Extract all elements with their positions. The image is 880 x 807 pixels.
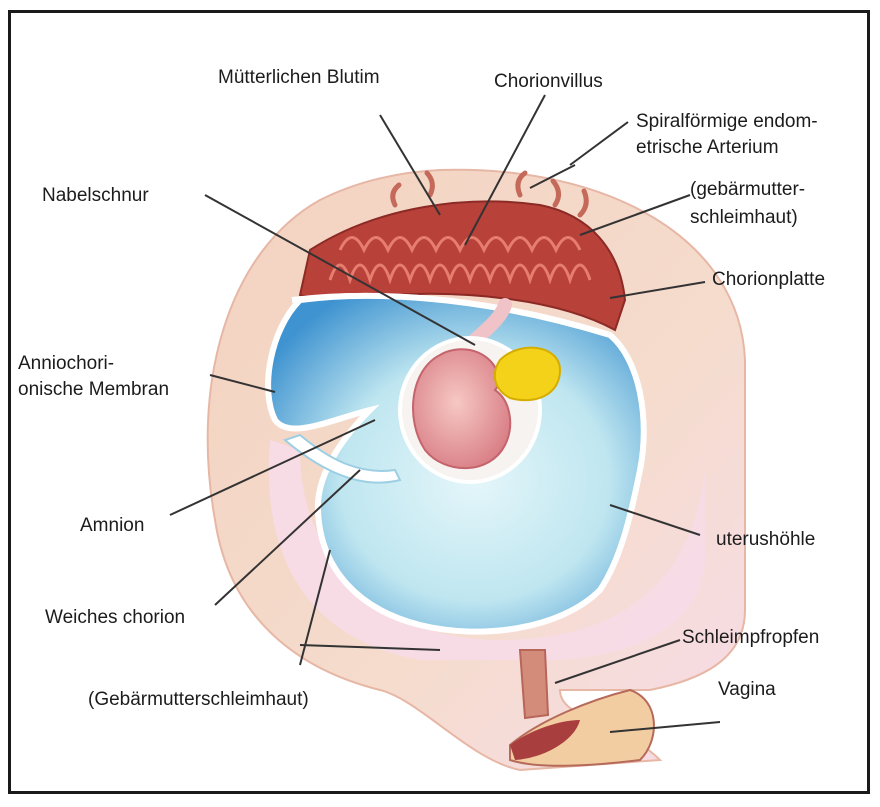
label-smooth-chorion: Weiches chorion xyxy=(45,606,185,630)
label-amnion: Amnion xyxy=(80,514,144,538)
label-endometrium-right-line1: (gebärmutter- xyxy=(690,178,805,202)
label-amniochorionic-line1: Anniochori- xyxy=(18,352,114,376)
label-endometrium-bottom: (Gebärmutterschleimhaut) xyxy=(88,688,309,712)
label-vagina: Vagina xyxy=(718,678,776,702)
label-maternal-blood: Mütterlichen Blutim xyxy=(218,66,380,90)
label-umbilical-cord: Nabelschnur xyxy=(42,184,149,208)
label-chorionic-plate: Chorionplatte xyxy=(712,268,825,292)
label-spiral-artery-line1: Spiralförmige endom- xyxy=(636,110,818,134)
cervix-canal xyxy=(520,650,548,718)
yolk-sac xyxy=(495,348,560,401)
label-amniochorionic-line2: onische Membran xyxy=(18,378,169,402)
label-spiral-artery-line2: etrische Arterium xyxy=(636,136,779,160)
label-uterine-cavity: uterushöhle xyxy=(716,528,815,552)
label-mucus-plug: Schleimpfropfen xyxy=(682,626,819,650)
label-endometrium-right-line2: schleimhaut) xyxy=(690,206,798,230)
label-chorionic-villus: Chorionvillus xyxy=(494,70,603,94)
